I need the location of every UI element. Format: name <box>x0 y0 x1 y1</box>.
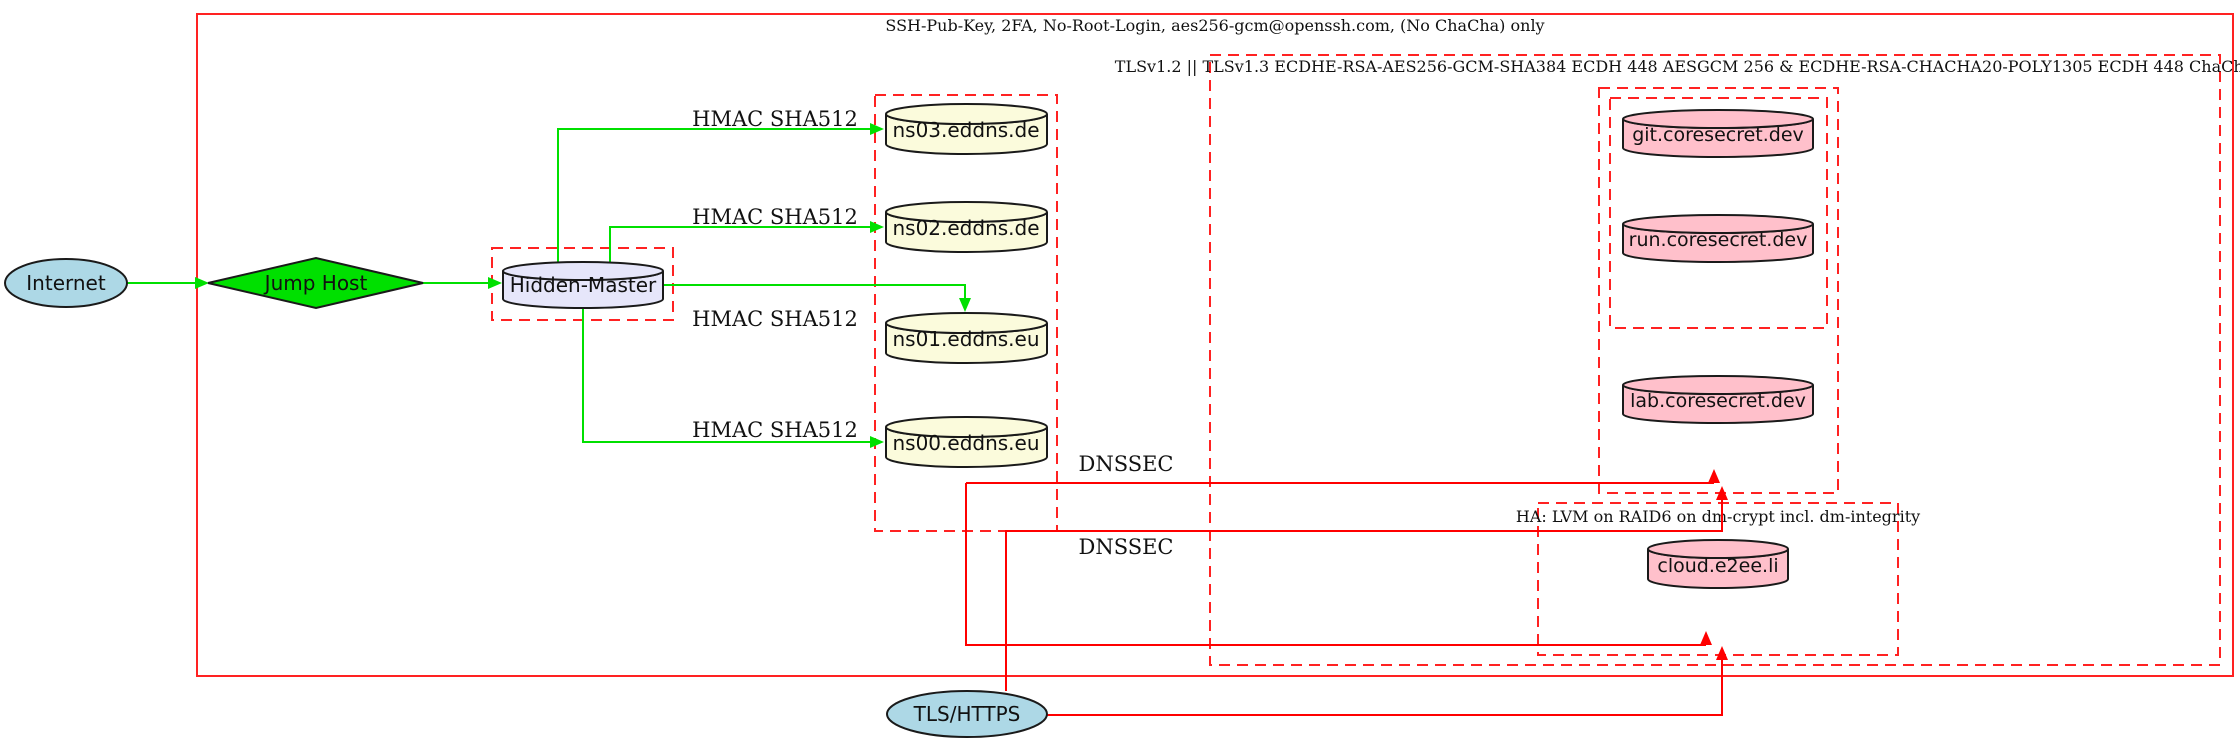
coresecret-cluster-border <box>1598 87 1839 494</box>
internet-label: Internet <box>26 271 106 295</box>
ns03-label: ns03.eddns.de <box>892 118 1039 142</box>
hidden-master-label: Hidden-Master <box>510 273 657 297</box>
ns00-label: ns00.eddns.eu <box>892 431 1039 455</box>
jump-host-label: Jump Host <box>263 271 368 295</box>
edge-internet-to-jumphost <box>127 277 209 289</box>
cylinder-top <box>885 312 1048 334</box>
dnssec-label-2: DNSSEC <box>1078 535 1173 559</box>
cylinder-top <box>885 201 1048 223</box>
node-tls-https: TLS/HTTPS <box>886 690 1048 738</box>
git-label: git.coresecret.dev <box>1632 124 1804 146</box>
ha-cluster-border <box>1537 502 1899 656</box>
arrowhead <box>1708 469 1720 483</box>
node-git: git.coresecret.dev <box>1622 109 1814 158</box>
arrowhead <box>1700 631 1712 645</box>
arrowhead <box>195 277 209 289</box>
node-cloud: cloud.e2ee.li <box>1647 539 1789 589</box>
cylinder-top <box>502 261 664 281</box>
node-ns00: ns00.eddns.eu <box>885 416 1048 468</box>
cylinder-top <box>885 416 1048 438</box>
cylinder-top <box>885 103 1048 125</box>
arrowhead <box>870 123 884 135</box>
node-ns02: ns02.eddns.de <box>885 201 1048 253</box>
node-ns01: ns01.eddns.eu <box>885 312 1048 364</box>
edge-tlshttps-to-ha-cluster <box>1047 646 1728 716</box>
jump-host-diamond <box>207 256 424 310</box>
tls-https-label: TLS/HTTPS <box>913 702 1021 726</box>
hmac-label-ns01: HMAC SHA512 <box>692 307 858 331</box>
git-run-cluster-border <box>1609 97 1828 329</box>
edge-hiddenmaster-to-ns03 <box>557 123 884 262</box>
ns01-label: ns01.eddns.eu <box>892 327 1039 351</box>
edge-dnssec-to-coresecret-cluster <box>966 469 1720 484</box>
ssh-cluster-label: SSH-Pub-Key, 2FA, No-Root-Login, aes256-… <box>885 16 1544 35</box>
hmac-label-ns00: HMAC SHA512 <box>692 418 858 442</box>
node-ns03: ns03.eddns.de <box>885 103 1048 155</box>
tls-https-ellipse <box>886 690 1048 738</box>
arrowhead <box>870 436 884 448</box>
cylinder-top <box>1622 109 1814 129</box>
internet-ellipse <box>4 258 128 308</box>
arrowhead <box>870 221 884 233</box>
dnssec-label-1: DNSSEC <box>1078 452 1173 476</box>
cylinder-top <box>1622 375 1814 395</box>
node-run: run.coresecret.dev <box>1622 214 1814 263</box>
cylinder-top <box>1647 539 1789 559</box>
hmac-label-ns03: HMAC SHA512 <box>692 107 858 131</box>
tls-cluster-border <box>1209 54 2221 666</box>
edge-jumphost-to-hiddenmaster <box>423 277 502 289</box>
node-hidden-master: Hidden-Master <box>502 261 664 309</box>
arrowhead <box>959 298 971 312</box>
edge-dnssec-to-ha-cluster <box>965 483 1712 646</box>
edge-hiddenmaster-to-ns00 <box>582 308 884 448</box>
ssh-cluster-border <box>196 13 2234 677</box>
tls-cluster-label: TLSv1.2 || TLSv1.3 ECDHE-RSA-AES256-GCM-… <box>1115 57 2240 76</box>
node-jump-host: Jump Host <box>207 256 424 310</box>
edge-hiddenmaster-to-ns01 <box>663 284 971 312</box>
ha-cluster-label: HA: LVM on RAID6 on dm-crypt incl. dm-in… <box>1516 507 1920 526</box>
node-internet: Internet <box>4 258 128 308</box>
arrowhead <box>1716 646 1728 660</box>
arrowhead <box>488 277 502 289</box>
cloud-label: cloud.e2ee.li <box>1657 555 1778 577</box>
edge-tlshttps-to-coresecret-cluster <box>1005 486 1728 691</box>
edge-hiddenmaster-to-ns02 <box>609 221 884 262</box>
node-lab: lab.coresecret.dev <box>1622 375 1814 424</box>
cylinder-top <box>1622 214 1814 234</box>
lab-label: lab.coresecret.dev <box>1630 390 1806 412</box>
hmac-label-ns02: HMAC SHA512 <box>692 205 858 229</box>
ns02-label: ns02.eddns.de <box>892 216 1039 240</box>
run-label: run.coresecret.dev <box>1629 229 1808 251</box>
arrowhead <box>1716 486 1728 500</box>
